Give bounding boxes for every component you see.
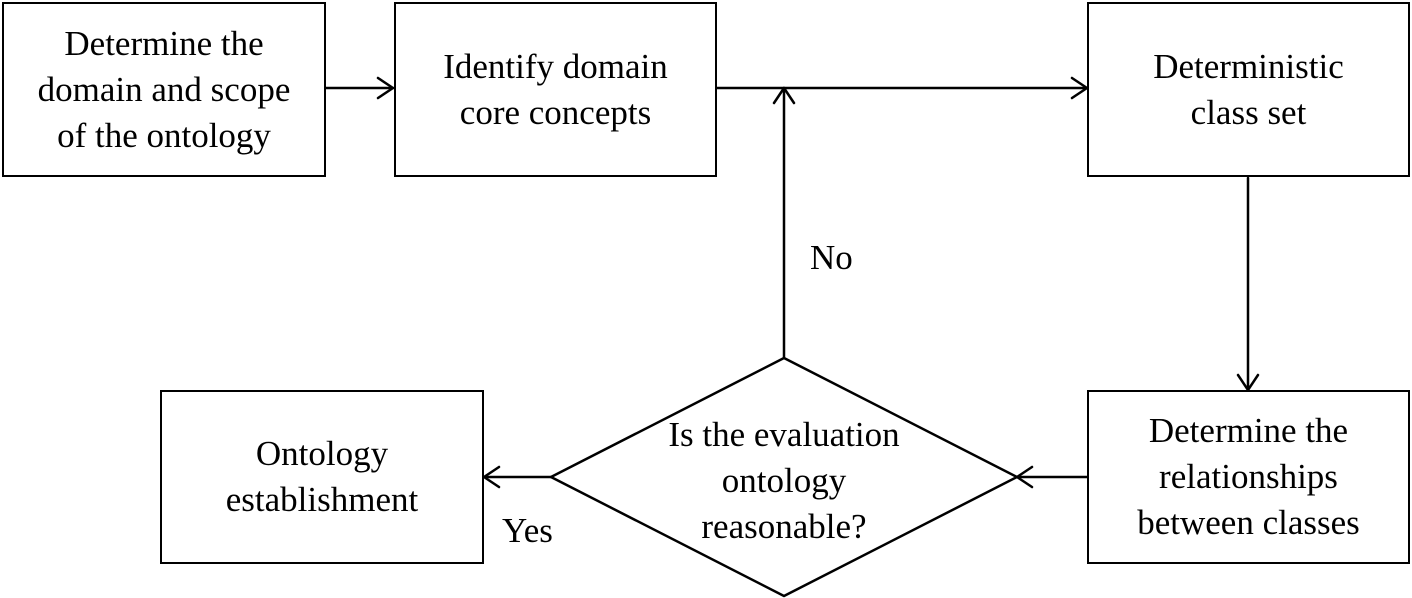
node-identify-concepts-label: Identify domain core concepts — [443, 46, 668, 132]
arrowhead-evaluation-to-establishment — [482, 465, 501, 489]
node-establishment: Ontology establishment — [160, 390, 484, 564]
node-relationships: Determine the relationships between clas… — [1087, 390, 1410, 564]
node-identify-concepts: Identify domain core concepts — [394, 2, 717, 177]
node-establishment-label: Ontology establishment — [225, 434, 419, 519]
node-class-set: Deterministic class set — [1087, 2, 1410, 177]
node-determine-scope: Determine the domain and scope of the on… — [2, 2, 326, 177]
node-class-set-label: Deterministic class set — [1153, 46, 1344, 132]
edge-label-yes: Yes — [502, 511, 553, 550]
node-evaluation-label: Is the evaluation ontology reasonable? — [668, 415, 900, 546]
evaluation-decision-diamond — [549, 356, 1019, 598]
arrowhead-evaluation-to-concepts-loop — [772, 86, 796, 105]
node-evaluation: Is the evaluation ontology reasonable? — [620, 412, 948, 550]
edge-label-no: No — [810, 238, 853, 277]
arrowhead-scope-to-concepts — [376, 76, 395, 100]
node-relationships-label: Determine the relationships between clas… — [1137, 411, 1360, 542]
node-determine-scope-label: Determine the domain and scope of the on… — [37, 23, 291, 155]
